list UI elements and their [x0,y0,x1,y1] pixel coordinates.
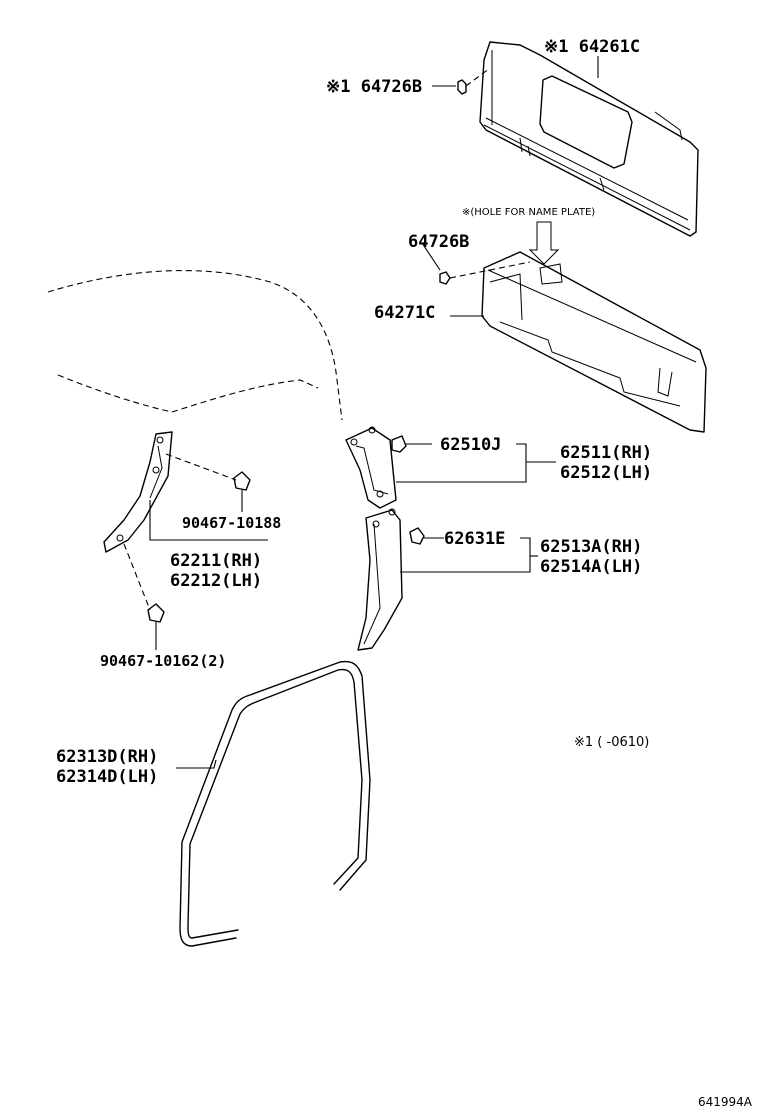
label-62510j: 62510J [440,435,501,455]
hole-arrow [528,221,560,265]
leader-lines [149,56,599,769]
label-64261c: ※1 64261C [544,37,640,57]
label-62512: 62512(LH) [560,463,652,483]
label-62313d: 62313D(RH) [56,747,158,767]
roof-outline [47,270,343,421]
label-64271c: 64271C [374,303,435,323]
clip-64726b-top [457,67,491,95]
footnote: ※1 ( -0610) [574,735,649,750]
back-panel-upper [479,41,699,237]
back-panel-lower [481,251,707,433]
door-weatherstrip [179,660,371,947]
pillar-upper-trim [345,426,407,509]
diagram-code: 641994A [698,1095,753,1109]
pillar-lower-trim [357,508,425,651]
label-hole-note: ※(HOLE FOR NAME PLATE) [462,207,595,218]
label-62631e: 62631E [444,529,505,549]
clip-64726b [439,261,531,285]
label-62314d: 62314D(LH) [56,767,158,787]
label-62513a: 62513A(RH) [540,537,642,557]
clip-90467-10162 [147,603,165,650]
front-pillar-trim [103,431,237,611]
label-62211: 62211(RH) [170,551,262,571]
label-62511: 62511(RH) [560,443,652,463]
label-62514a: 62514A(LH) [540,557,642,577]
label-90467-10188: 90467-10188 [182,514,281,532]
label-64726b: 64726B [408,232,469,252]
label-64726b-top: ※1 64726B [326,77,422,97]
label-90467-10162: 90467-10162(2) [100,652,226,670]
label-62212: 62212(LH) [170,571,262,591]
clip-90467-10188 [233,471,251,512]
